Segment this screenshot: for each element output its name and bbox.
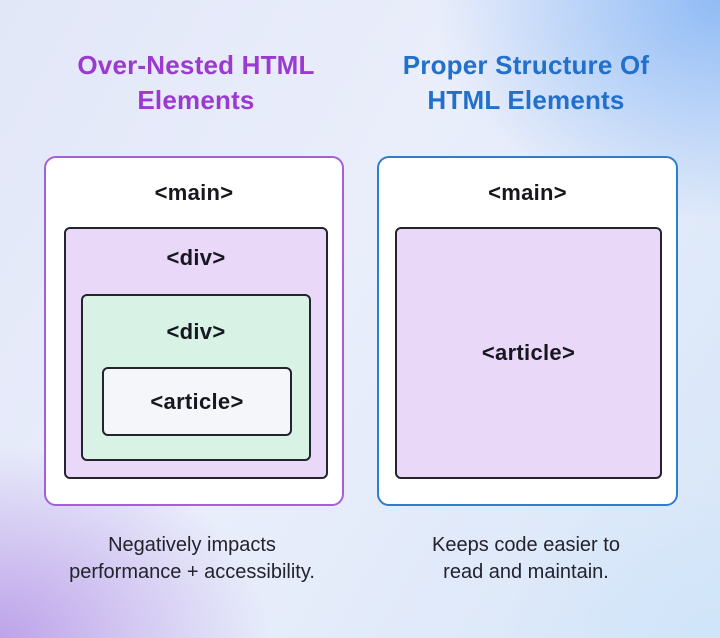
right-article-tag-label: <article> <box>481 340 576 365</box>
left-outer-div-box: <div> <div> <article> <box>64 227 328 479</box>
left-inner-div-tag-label: <div> <box>166 319 226 344</box>
right-caption-line1: Keeps code easier to <box>432 534 620 556</box>
left-article-tag-label: <article> <box>150 388 244 414</box>
left-outer-div-tag-label: <div> <box>166 245 226 270</box>
over-nested-diagram-card: <main> <div> <div> <article> <box>44 156 344 506</box>
right-title-line2: HTML Elements <box>427 85 625 115</box>
left-main-tag-label: <main> <box>154 179 234 205</box>
right-panel-caption: Keeps code easier to read and maintain. <box>374 532 678 586</box>
left-caption-line2: performance + accessibility. <box>69 561 315 583</box>
right-article-box: <article> <box>395 227 662 479</box>
left-panel-caption: Negatively impacts performance + accessi… <box>40 532 344 586</box>
left-article-box: <article> <box>102 367 292 436</box>
right-caption-line2: read and maintain. <box>443 561 609 583</box>
right-panel-title: Proper Structure Of HTML Elements <box>374 48 678 118</box>
proper-structure-diagram-card: <main> <article> <box>377 156 678 506</box>
right-title-line1: Proper Structure Of <box>402 50 650 80</box>
left-inner-div-box: <div> <article> <box>81 294 311 461</box>
left-title-line1: Over-Nested HTML <box>77 50 315 80</box>
left-panel-title: Over-Nested HTML Elements <box>44 48 348 118</box>
left-title-line2: Elements <box>137 85 255 115</box>
left-caption-line1: Negatively impacts <box>108 534 276 556</box>
right-main-tag-label: <main> <box>488 179 567 205</box>
